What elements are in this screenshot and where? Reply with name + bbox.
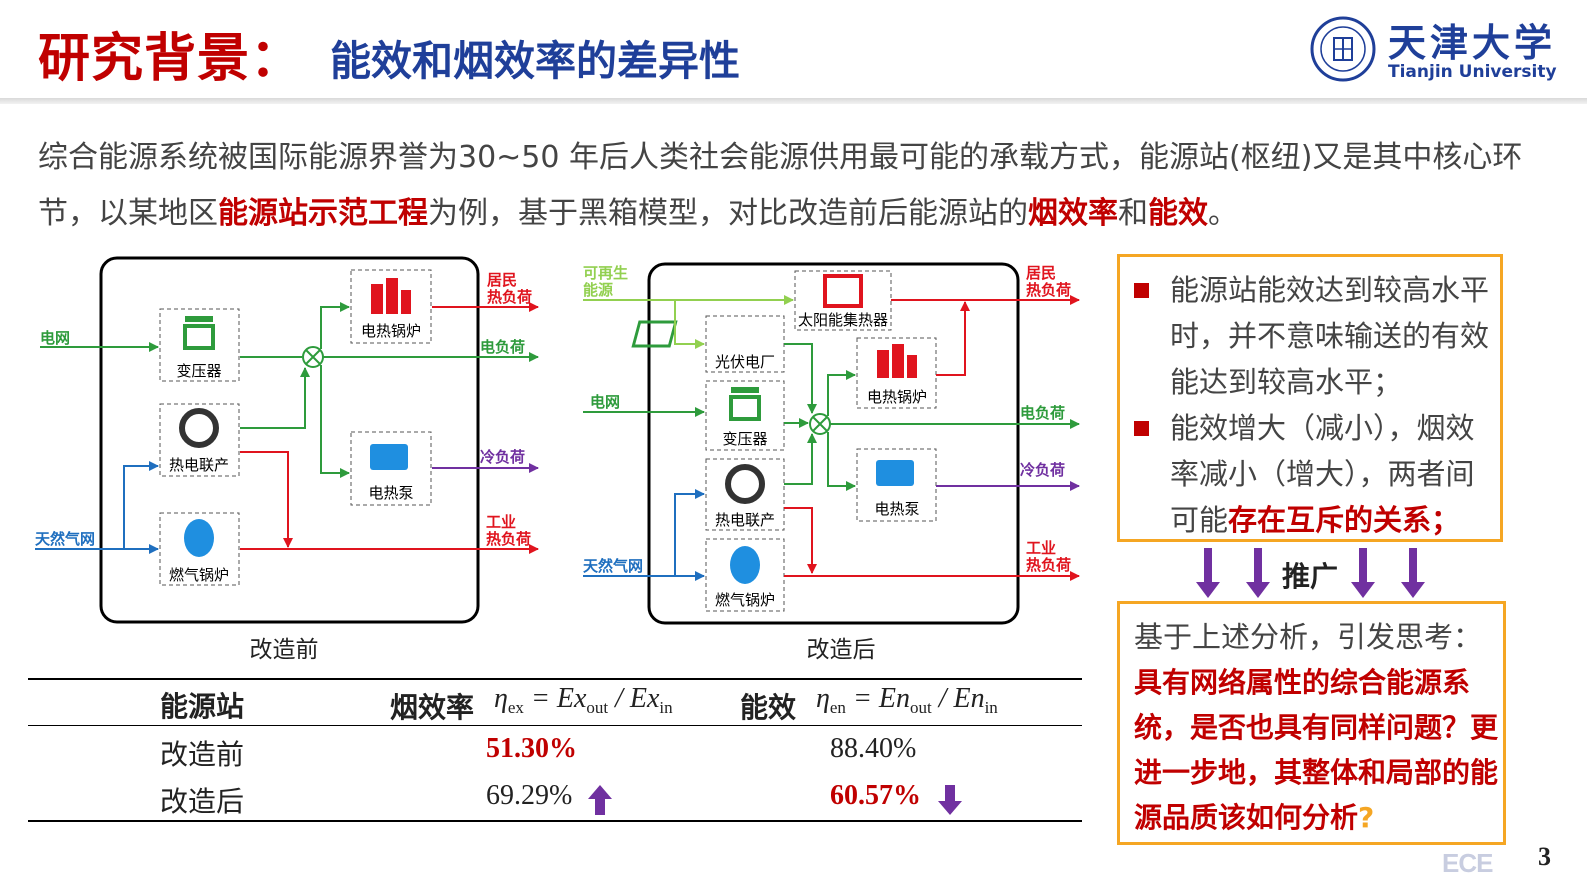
question-text: 具有网络属性的综合能源系统，是否也具有同样问题？更进一步地，其整体和局部的能源品… <box>1134 666 1499 834</box>
question-box: 基于上述分析，引发思考： 具有网络属性的综合能源系统，是否也具有同样问题？更进一… <box>1117 601 1506 845</box>
table-header-energy: 能效 <box>740 691 797 724</box>
down-arrows-icon <box>1196 548 1425 598</box>
device-label: 燃气锅炉 <box>715 591 775 609</box>
intro-text: 和 <box>1118 196 1148 231</box>
transformer-box-after: 变压器 <box>705 380 785 451</box>
device-label: 燃气锅炉 <box>169 566 229 584</box>
table-row-label: 改造后 <box>160 785 245 818</box>
table-cell-energy: 88.40% <box>830 733 917 764</box>
output-label: 冷负荷 <box>1020 461 1065 479</box>
device-label: 光伏电厂 <box>715 353 775 371</box>
conclusion-box: 能源站能效达到较高水平时，并不意味输送的有效能达到较高水平； 能效增大（减小），… <box>1117 254 1503 542</box>
table-cell-exergy: 51.30% <box>486 733 577 764</box>
diagram-before: 变压器 热电联产 燃气锅炉 电热锅炉 电热泵 电网 天然气网 <box>35 256 539 663</box>
page-title: 研究背景： <box>38 29 304 89</box>
table-cell-exergy: 69.29% <box>486 780 573 811</box>
bullet-text: 能源站能效达到较高水平时，并不意味输送的有效能达到较高水平； <box>1170 273 1490 399</box>
device-label: 电热锅炉 <box>361 322 421 340</box>
transformer-box: 变压器 <box>159 308 240 382</box>
bullet-text: 能效增大（减小），烟效率减小（增大），两者间可能存在互斥的关系； <box>1170 411 1475 537</box>
output-label: 工业热负荷 <box>486 513 531 548</box>
gas-boiler-box-after: 燃气锅炉 <box>705 538 785 612</box>
intro-highlight: 能源站示范工程 <box>218 196 428 231</box>
diagram-after: 太阳能集热器 光伏电厂 变压器 热电联产 燃气锅炉 电热锅炉 <box>583 262 1080 663</box>
page-number: 3 <box>1538 842 1551 871</box>
ece-logo: ECE <box>1442 848 1493 878</box>
intro-text: 综合能源系统被国际能源界誉为30~50 年后人类社会能源供用最可能的承载方式，能… <box>38 140 1523 231</box>
arrow-down-icon <box>938 785 962 815</box>
formula-energy: ηen = Enout / Enin <box>816 683 998 717</box>
arrow-up-icon <box>588 785 612 815</box>
input-label: 天然气网 <box>35 530 95 548</box>
intro-highlight: 烟效率 <box>1028 196 1118 231</box>
output-label: 电负荷 <box>1020 404 1065 422</box>
page-subtitle: 能效和烟效率的差异性 <box>330 37 740 85</box>
output-label: 居民热负荷 <box>1026 264 1071 299</box>
solar-collector-box: 太阳能集热器 <box>794 270 892 331</box>
gas-boiler-box: 燃气锅炉 <box>159 512 240 586</box>
intro-text: 为例，基于黑箱模型，对比改造前后能源站的 <box>428 196 1028 231</box>
header-divider <box>0 98 1587 104</box>
diagram-caption: 改造后 <box>807 637 876 663</box>
device-label: 变压器 <box>722 430 767 448</box>
device-label: 热电联产 <box>715 511 775 529</box>
table-row-label: 改造前 <box>160 738 245 771</box>
diagram-caption: 改造前 <box>250 637 319 663</box>
input-label: 电网 <box>40 329 70 347</box>
table-header-rule <box>28 725 1082 726</box>
input-label: 天然气网 <box>583 557 643 575</box>
table-top-rule <box>28 678 1082 680</box>
output-label: 冷负荷 <box>480 448 525 466</box>
table-header-exergy: 烟效率 <box>390 691 475 724</box>
university-name-cn: 天津大学 <box>1388 20 1557 65</box>
output-label: 居民热负荷 <box>487 271 532 306</box>
question-intro: 基于上述分析，引发思考： <box>1134 620 1483 654</box>
chp-box-after: 热电联产 <box>705 458 785 531</box>
device-label: 电热泵 <box>874 500 919 518</box>
intro-paragraph: 综合能源系统被国际能源界誉为30~50 年后人类社会能源供用最可能的承载方式，能… <box>38 130 1568 242</box>
heat-pump-box: 电热泵 <box>350 431 432 506</box>
electric-boiler-box-after: 电热锅炉 <box>856 337 937 409</box>
energy-hub-diagrams: 变压器 热电联产 燃气锅炉 电热锅炉 电热泵 电网 天然气网 <box>35 256 1080 663</box>
bullet-square-icon <box>1134 421 1149 436</box>
input-label: 可再生能源 <box>583 264 628 299</box>
intro-highlight: 能效 <box>1148 196 1208 231</box>
university-name-en: Tianjin University <box>1388 62 1557 82</box>
table-bottom-rule <box>28 820 1082 822</box>
bullet-square-icon <box>1134 283 1149 298</box>
chp-box: 热电联产 <box>159 403 240 477</box>
table-cell-energy: 60.57% <box>830 780 921 811</box>
device-label: 变压器 <box>176 362 221 380</box>
device-label: 电热泵 <box>368 484 413 502</box>
table-header-station: 能源站 <box>160 690 245 723</box>
electric-boiler-box: 电热锅炉 <box>350 269 432 344</box>
output-label: 工业热负荷 <box>1026 539 1071 574</box>
input-label: 电网 <box>590 393 620 411</box>
bullet-item: 能源站能效达到较高水平时，并不意味输送的有效能达到较高水平； <box>1134 267 1490 405</box>
pv-plant-box: 光伏电厂 <box>631 315 785 373</box>
formula-exergy: ηex = Exout / Exin <box>494 683 673 717</box>
output-label: 电负荷 <box>480 338 525 356</box>
bullet-item: 能效增大（减小），烟效率减小（增大），两者间可能存在互斥的关系； <box>1134 405 1490 543</box>
device-label: 热电联产 <box>169 456 229 474</box>
intro-text: 。 <box>1208 196 1238 231</box>
heat-pump-box-after: 电热泵 <box>856 448 937 522</box>
device-label: 太阳能集热器 <box>798 311 888 329</box>
device-label: 电热锅炉 <box>867 388 927 406</box>
university-seal-icon <box>1310 16 1376 82</box>
generalize-label: 推广 <box>1282 560 1339 593</box>
